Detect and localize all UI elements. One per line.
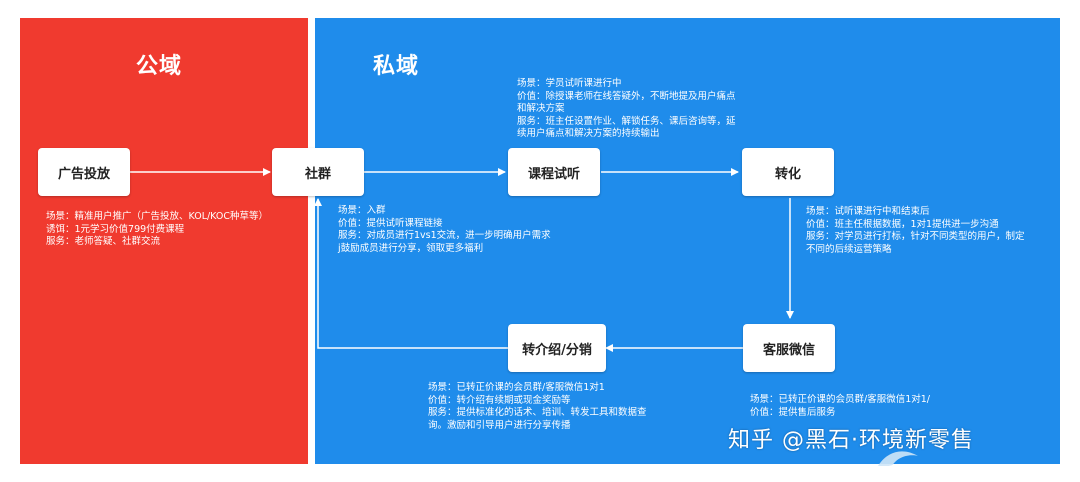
node-convert: 转化 bbox=[742, 148, 834, 196]
note-line: 价值：提供试听课程链接 bbox=[338, 217, 443, 229]
note-line: 场景：已转正价课的会员群/客服微信1对1/ bbox=[750, 394, 930, 405]
node-community: 社群 bbox=[272, 148, 364, 196]
note-line: 服务：班主任设置作业、解锁任务、课后咨询等，延 bbox=[517, 115, 736, 127]
private-domain-title: 私域 bbox=[373, 54, 420, 79]
wave-logo-icon bbox=[876, 451, 930, 476]
note-line: 服务：对学员进行打标，针对不同类型的用户，制定 bbox=[806, 231, 1025, 242]
note-line: 询。激励和引导用户进行分享传播 bbox=[428, 419, 571, 431]
note-line: 服务：提供标准化的话术、培训、转发工具和数据查 bbox=[428, 407, 647, 418]
note-line: 场景：已转正价课的会员群/客服微信1对1 bbox=[428, 382, 605, 393]
note-line: 服务：老师答疑、社群交流 bbox=[46, 236, 161, 247]
note-community: 场景：入群 价值：提供试听课程链接 服务：对成员进行1vs1交流，进一步明确用户… bbox=[338, 205, 551, 255]
note-line: 场景：精准用户推广（广告投放、KOL/KOC种草等） bbox=[46, 211, 269, 222]
note-service: 场景：已转正价课的会员群/客服微信1对1/ 价值：提供售后服务 bbox=[750, 394, 930, 419]
public-domain-title: 公域 bbox=[136, 54, 183, 79]
note-line: 场景：入群 bbox=[338, 205, 386, 216]
note-ads: 场景：精准用户推广（广告投放、KOL/KOC种草等） 诱饵：1元学习价值799付… bbox=[46, 211, 268, 249]
note-line: 价值：除授课老师在线答疑外，不断地提及用户痛点 bbox=[517, 90, 736, 102]
note-line: 不同的后续运营策略 bbox=[806, 243, 892, 255]
note-line: 服务：对成员进行1vs1交流，进一步明确用户需求 bbox=[338, 230, 551, 241]
note-referral: 场景：已转正价课的会员群/客服微信1对1 价值：转介绍有续期或现金奖励等 服务：… bbox=[428, 382, 647, 432]
node-service: 客服微信 bbox=[743, 324, 835, 372]
note-trial: 场景：学员试听课进行中 价值：除授课老师在线答疑外，不断地提及用户痛点 和解决方… bbox=[517, 78, 736, 141]
note-convert: 场景：试听课进行中和结束后 价值：班主任根据数据，1对1提供进一步沟通 服务：对… bbox=[806, 206, 1025, 256]
arrow-referral-to-community bbox=[314, 198, 509, 349]
note-line: 诱饵：1元学习价值799付费课程 bbox=[46, 223, 185, 235]
note-line: 续用户痛点和解决方案的持续输出 bbox=[517, 128, 660, 139]
public-domain-panel: 公域 bbox=[20, 18, 308, 464]
node-trial: 课程试听 bbox=[508, 148, 600, 196]
note-line: 和解决方案 bbox=[517, 103, 565, 114]
note-line: j鼓励成员进行分享，领取更多福利 bbox=[338, 242, 484, 254]
note-line: 价值：提供售后服务 bbox=[750, 406, 836, 418]
note-line: 场景：学员试听课进行中 bbox=[517, 78, 622, 89]
note-line: 价值：转介绍有续期或现金奖励等 bbox=[428, 394, 571, 406]
node-referral: 转介绍/分销 bbox=[508, 324, 606, 372]
zhihu-watermark: 知乎 @黑石·环境新零售 bbox=[728, 428, 974, 453]
node-ads: 广告投放 bbox=[38, 148, 130, 196]
note-line: 价值：班主任根据数据，1对1提供进一步沟通 bbox=[806, 218, 999, 230]
note-line: 场景：试听课进行中和结束后 bbox=[806, 206, 930, 217]
private-domain-panel: 私域 bbox=[315, 18, 1060, 464]
